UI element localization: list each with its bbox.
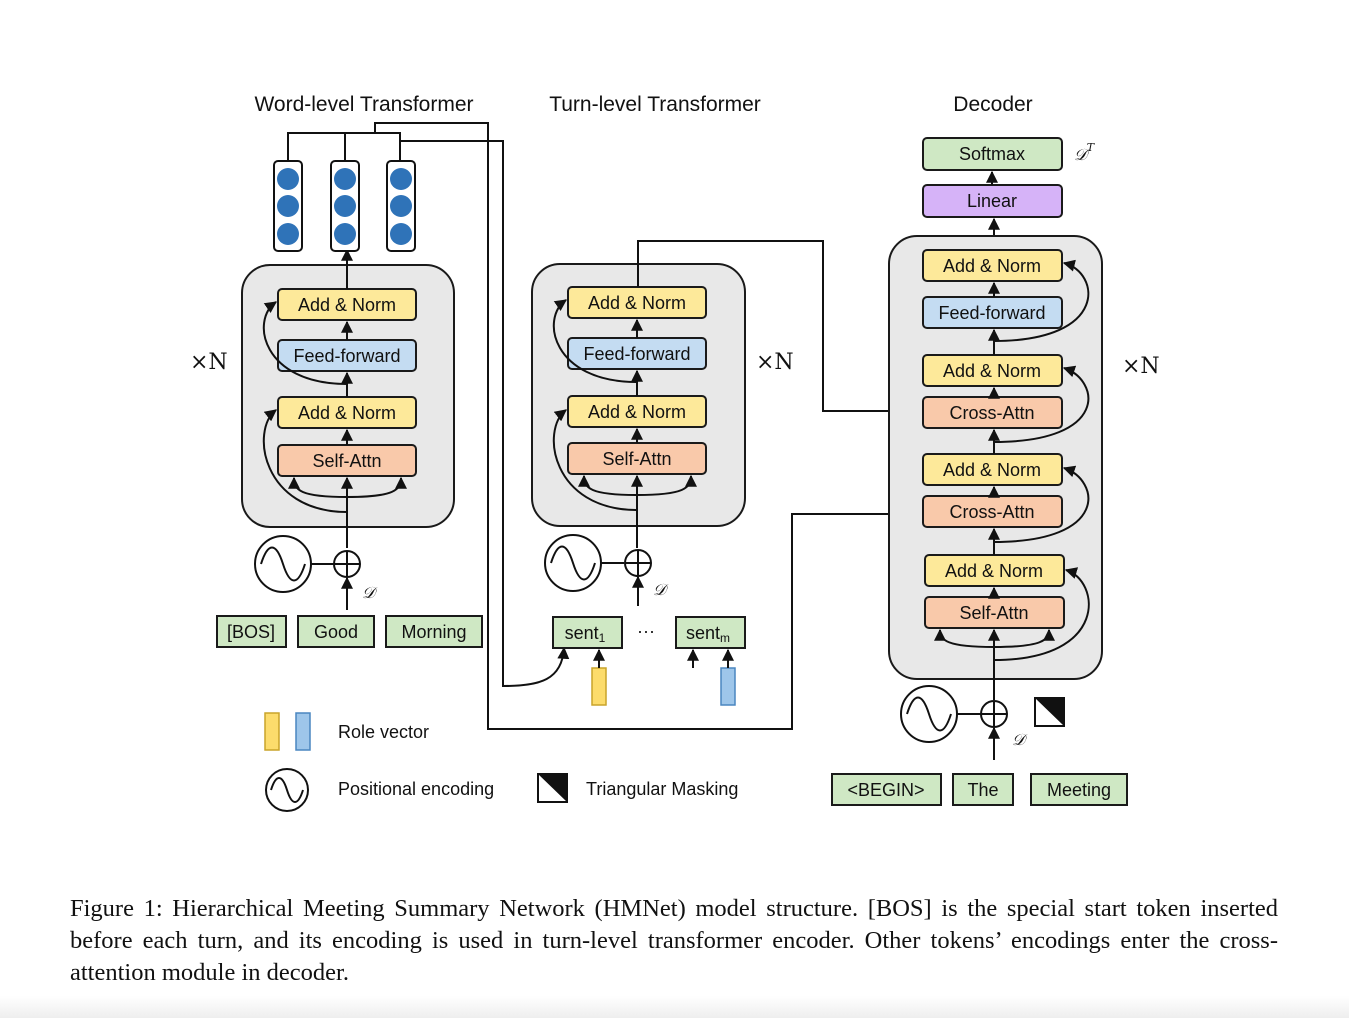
- figure-caption: Figure 1: Hierarchical Meeting Summary N…: [70, 895, 1278, 986]
- turn-token-sent-1-label: sent1: [565, 623, 606, 645]
- word-token-morning: [385, 615, 483, 648]
- turn-level-title: Turn-level Transformer: [549, 93, 761, 116]
- decoder-token-meeting-label: Meeting: [1047, 780, 1111, 800]
- dec-cross-attn-2-label: Cross-Attn: [949, 502, 1034, 522]
- role-vector-yellow: [591, 667, 607, 706]
- dec-add-norm-2: [922, 354, 1063, 387]
- hmnet-architecture-diagram: Word-level Transformer Turn-level Transf…: [190, 93, 1160, 812]
- word-level-title: Word-level Transformer: [254, 93, 473, 116]
- turn-feed-forward-label: Feed-forward: [583, 344, 690, 364]
- legend: Role vector Positional encoding Triangul…: [264, 712, 738, 812]
- role-vector-blue: [720, 667, 736, 706]
- tokens-to-turn-wire: [400, 140, 570, 688]
- bos-to-turn-wire: [374, 122, 922, 730]
- decoder: Softmax 𝒟T Linear Add & Norm Feed-forwar…: [831, 137, 1160, 806]
- dec-add-norm-4-label: Add & Norm: [945, 561, 1043, 581]
- dec-add-norm-3: [922, 453, 1063, 486]
- vector-dot: [334, 223, 356, 245]
- decoder-token-the-label: The: [967, 780, 998, 800]
- word-add-norm-top-label: Add & Norm: [298, 295, 396, 315]
- decoder-repeat-label: ×N: [1122, 354, 1160, 379]
- turn-token-sent-m-label: sentm: [686, 623, 730, 645]
- word-add-norm-bottom-label: Add & Norm: [298, 403, 396, 423]
- linear-label: Linear: [967, 191, 1017, 211]
- word-token-good-label: Good: [314, 622, 358, 642]
- vector-dot: [390, 168, 412, 190]
- vector-dot: [277, 223, 299, 245]
- vector-dot: [390, 195, 412, 217]
- word-token-good: [297, 615, 375, 648]
- word-token-bos: [216, 615, 287, 648]
- softmax-label: Softmax: [959, 144, 1025, 164]
- decoder-token-begin: [831, 773, 942, 806]
- dec-add-norm-2-label: Add & Norm: [943, 361, 1041, 381]
- turn-token-sent-1: [552, 616, 623, 649]
- turn-token-ellipsis: ···: [637, 621, 655, 641]
- dec-cross-attn-1-label: Cross-Attn: [949, 403, 1034, 423]
- dec-add-norm-1-label: Add & Norm: [943, 256, 1041, 276]
- legend-positional-label: Positional encoding: [338, 779, 494, 799]
- decoder-embedding-label: 𝒟: [1012, 730, 1028, 749]
- dec-feed-forward: [922, 296, 1063, 329]
- vector-dot: [390, 223, 412, 245]
- decoder-token-the: [952, 773, 1014, 806]
- word-self-attn-label: Self-Attn: [312, 451, 381, 471]
- softmax-output-label: 𝒟T: [1074, 141, 1096, 164]
- turn-repeat-label: ×N: [756, 350, 794, 375]
- legend-role-vector-label: Role vector: [338, 722, 429, 742]
- softmax-block: [922, 137, 1063, 171]
- word-level-encoder: Add & Norm Feed-forward Add & Norm Self-…: [190, 160, 483, 648]
- word-token-bos-label: [BOS]: [227, 622, 275, 642]
- turn-self-attn-label: Self-Attn: [602, 449, 671, 469]
- vector-dot: [277, 195, 299, 217]
- word-feed-forward-label: Feed-forward: [293, 346, 400, 366]
- triangular-mask-icon: [1034, 697, 1065, 727]
- vector-dot: [277, 168, 299, 190]
- dec-self-attn-label: Self-Attn: [959, 603, 1028, 623]
- turn-add-norm-bottom-label: Add & Norm: [588, 402, 686, 422]
- vector-dot: [334, 168, 356, 190]
- turn-to-decoder-wire: [637, 240, 922, 417]
- word-token-morning-label: Morning: [401, 622, 466, 642]
- turn-embedding-label: 𝒟: [653, 580, 669, 599]
- dec-add-norm-1: [922, 249, 1063, 282]
- dec-add-norm-3-label: Add & Norm: [943, 460, 1041, 480]
- decoder-title: Decoder: [953, 93, 1032, 116]
- word-repeat-label: ×N: [190, 350, 228, 375]
- turn-token-sent-m: [675, 616, 746, 649]
- turn-add-norm-top-label: Add & Norm: [588, 293, 686, 313]
- legend-triangular-mask-icon: [537, 773, 568, 803]
- word-embedding-label: 𝒟: [362, 583, 378, 602]
- legend-role-blue: [295, 712, 311, 751]
- page-edge-shadow: [0, 996, 1349, 1018]
- decoder-token-meeting: [1030, 773, 1128, 806]
- legend-role-yellow: [264, 712, 280, 751]
- turn-level-encoder: Add & Norm Feed-forward Add & Norm Self-…: [531, 263, 794, 706]
- vector-dot: [334, 195, 356, 217]
- legend-triangular-label: Triangular Masking: [586, 779, 738, 799]
- decoder-token-begin-label: <BEGIN>: [847, 780, 924, 800]
- dec-feed-forward-label: Feed-forward: [938, 303, 1045, 323]
- word-output-vectors: [273, 160, 416, 252]
